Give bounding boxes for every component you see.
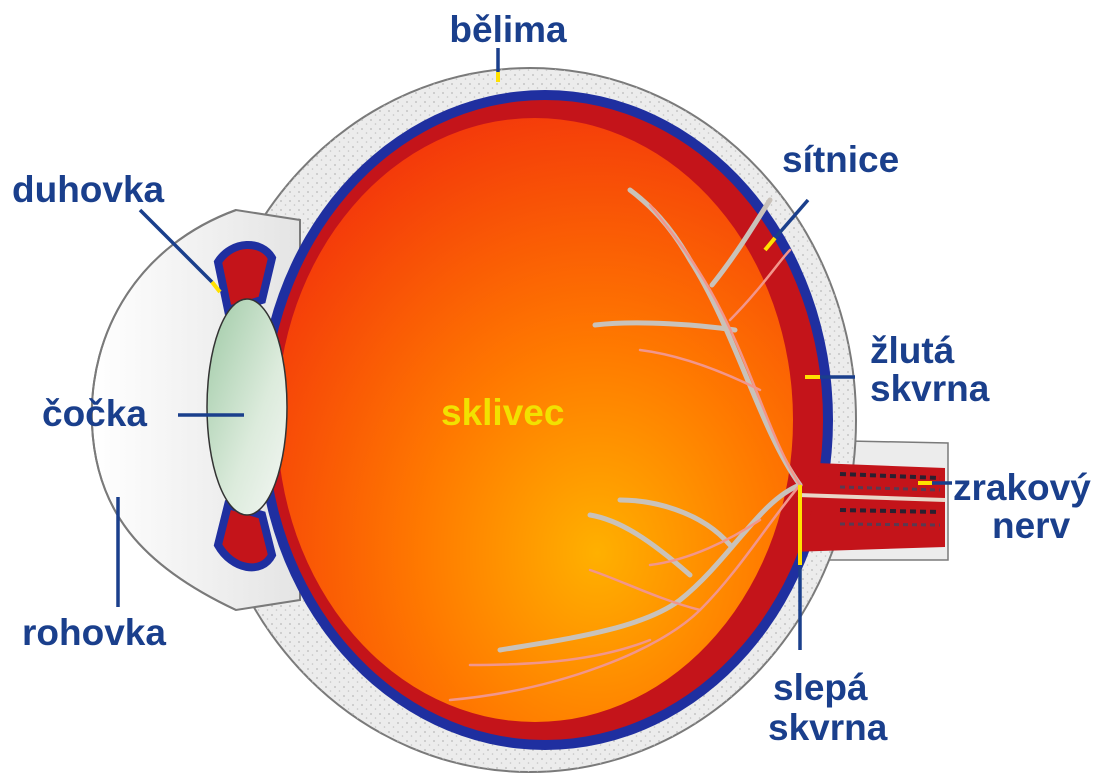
label-blind-spot-line1: slepá bbox=[773, 667, 868, 708]
lens-shape bbox=[207, 299, 287, 515]
label-cornea: rohovka bbox=[22, 612, 166, 653]
label-optic-nerve-line2: nerv bbox=[992, 505, 1071, 546]
label-macula-line2: skvrna bbox=[870, 368, 990, 409]
label-sclera: bělima bbox=[449, 9, 567, 50]
label-iris: duhovka bbox=[12, 169, 165, 210]
label-optic-nerve-line1: zrakový bbox=[953, 467, 1091, 508]
label-retina: sítnice bbox=[782, 139, 899, 180]
label-lens: čočka bbox=[42, 393, 147, 434]
label-vitreous: sklivec bbox=[441, 392, 564, 433]
label-macula-line1: žlutá bbox=[870, 330, 955, 371]
label-blind-spot-line2: skvrna bbox=[768, 707, 888, 748]
